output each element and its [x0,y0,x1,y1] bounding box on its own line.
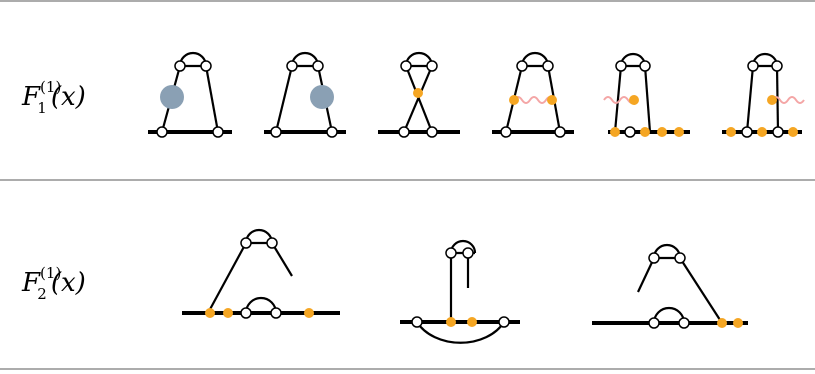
f1-diagram-6 [722,52,805,138]
f2-diagram-2 [400,239,520,344]
label-args: (x) [50,82,86,112]
f1-diagram-2 [264,51,346,138]
f2-diagram-3 [592,243,748,329]
row-label-f2: F(1) 2(x) [22,264,86,303]
f1-diagram-4 [492,51,574,138]
self-energy-blob [310,85,334,109]
label-superscript: (1) [40,264,62,282]
row-label-f1: F(1) 1(x) [22,78,86,117]
self-energy-blob [160,85,184,109]
label-base: F [22,82,41,112]
f1-diagram-5 [603,52,690,138]
photon-line [771,96,805,104]
label-superscript: (1) [40,78,62,96]
insertion-vertex [413,88,423,98]
f2-diagram-1 [182,228,340,319]
label-base: F [22,268,41,298]
label-args: (x) [50,268,86,298]
label-subscript: 1 [37,99,47,117]
label-subscript: 2 [37,285,47,303]
f1-diagram-3 [378,51,460,138]
f1-diagram-1 [148,51,232,138]
photon-line [513,96,555,104]
